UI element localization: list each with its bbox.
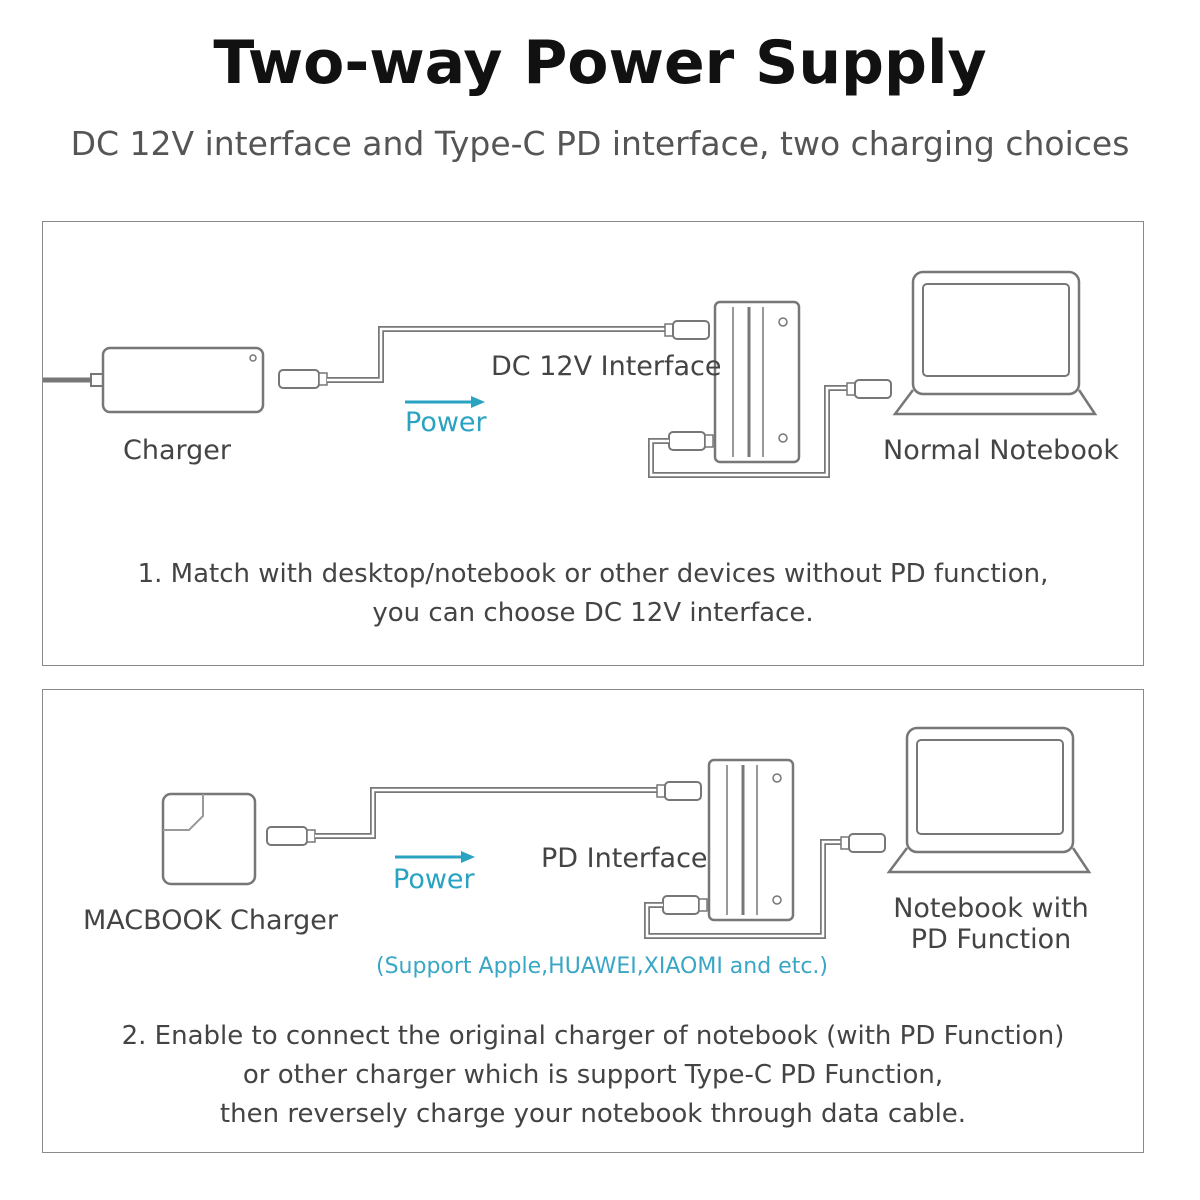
type-c-plug-icon xyxy=(664,320,710,340)
type-c-plug-icon xyxy=(668,431,714,451)
type-c-plug-icon xyxy=(656,781,702,801)
dc-connection-diagram xyxy=(43,270,1098,478)
laptop-icon xyxy=(892,270,1098,416)
type-c-plug-icon xyxy=(846,379,892,399)
laptop-icon xyxy=(886,726,1092,874)
power-flow-arrow xyxy=(405,396,485,408)
usb-hub-icon xyxy=(707,758,795,922)
page-title: Two-way Power Supply xyxy=(213,28,987,98)
pd-interface-label: PD Interface xyxy=(541,843,708,874)
power-flow-arrow xyxy=(395,851,475,863)
type-c-plug-icon xyxy=(662,895,708,915)
normal-notebook-label: Normal Notebook xyxy=(883,435,1119,466)
power-label: Power xyxy=(393,864,475,895)
pd-connection-diagram xyxy=(161,726,1092,939)
dc-interface-panel: Charger Power DC 12V Interface Normal No… xyxy=(42,221,1144,666)
type-c-plug-icon xyxy=(278,369,328,389)
macbook-charger-icon xyxy=(161,792,257,886)
macbook-charger-label: MACBOOK Charger xyxy=(83,905,338,936)
type-c-plug-icon xyxy=(266,826,316,846)
support-brands-note: (Support Apple,HUAWEI,XIAOMI and etc.) xyxy=(376,954,829,979)
dc-interface-description: 1. Match with desktop/notebook or other … xyxy=(137,559,1049,628)
page-subtitle: DC 12V interface and Type-C PD interface… xyxy=(70,124,1130,163)
usb-hub-icon xyxy=(713,300,801,464)
type-c-plug-icon xyxy=(840,833,886,853)
pd-interface-description: 2. Enable to connect the original charge… xyxy=(121,1021,1065,1129)
dc-interface-label: DC 12V Interface xyxy=(491,351,722,382)
charger-icon xyxy=(101,346,265,414)
charger-power-cord xyxy=(43,373,104,387)
pd-interface-panel: MACBOOK Charger Power PD Interface Noteb… xyxy=(42,689,1144,1153)
power-label: Power xyxy=(405,407,487,438)
charger-label: Charger xyxy=(123,435,231,466)
pd-notebook-label: Notebook with PD Function xyxy=(893,893,1089,955)
